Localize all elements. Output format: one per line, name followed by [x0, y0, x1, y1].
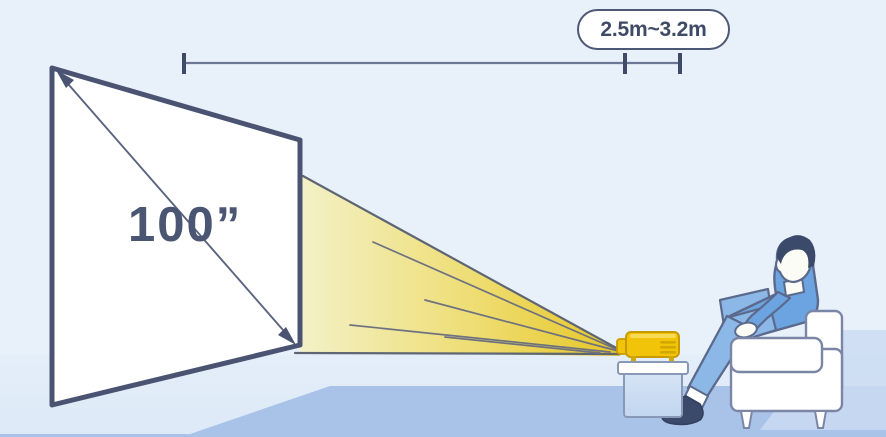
projector-top-strip	[630, 334, 676, 338]
projector	[616, 331, 680, 361]
person-hair	[776, 235, 816, 268]
distance-label-pill: 2.5m~3.2m	[577, 9, 730, 50]
projector-foot-right	[669, 356, 674, 361]
armchair	[729, 309, 844, 429]
armchair-leg-back	[813, 410, 828, 429]
projector-vents	[660, 341, 676, 354]
table-top	[617, 361, 689, 375]
projector-body	[625, 331, 680, 358]
beam-guide-lines	[349, 241, 619, 354]
table-body	[623, 370, 683, 418]
screen-size-label: 100”	[128, 198, 243, 252]
projection-beam	[300, 175, 620, 356]
person-hand	[734, 321, 758, 339]
beam-top-edge	[301, 174, 622, 352]
projector-table	[617, 361, 689, 418]
armchair-leg-front	[739, 410, 754, 429]
distance-label-text: 2.5m~3.2m	[600, 17, 707, 41]
projector-foot-left	[631, 356, 636, 361]
armchair-armrest	[729, 336, 824, 374]
screen-diagonal-arrow	[56, 70, 296, 345]
seated-person	[660, 235, 820, 426]
beam-bottom-edge	[293, 351, 622, 356]
projection-screen	[49, 65, 303, 408]
dimension-line	[182, 53, 682, 74]
